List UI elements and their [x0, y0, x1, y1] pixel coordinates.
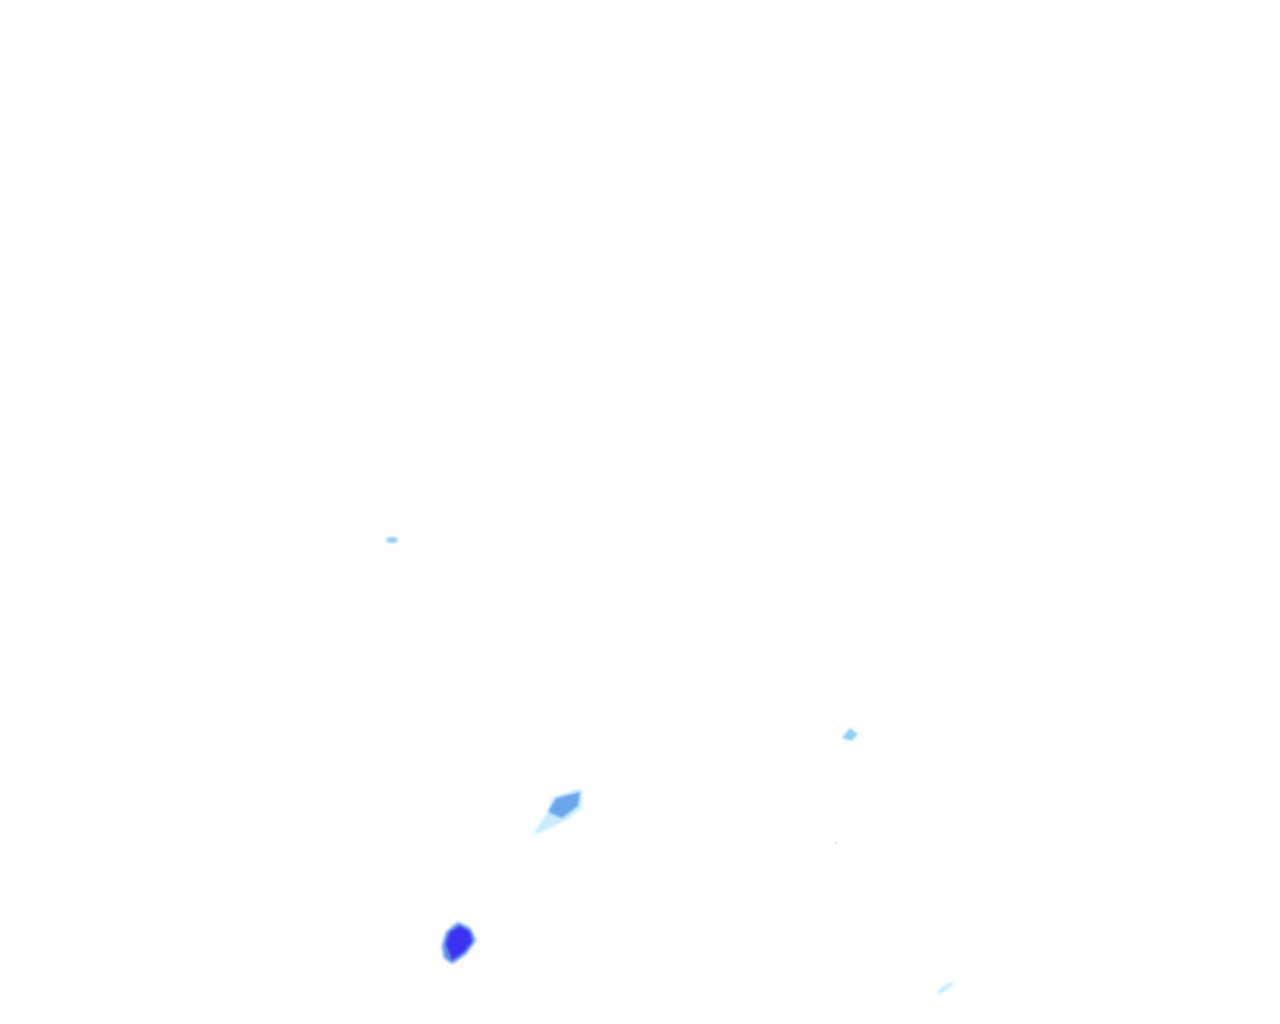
precipitation-blob: [386, 537, 398, 543]
precipitation-blob: [936, 982, 954, 994]
precipitation-dot: [834, 841, 838, 845]
precipitation-cell-intense: [442, 922, 476, 964]
precipitation-blob: [842, 728, 858, 741]
precipitation-cell: [532, 788, 582, 836]
